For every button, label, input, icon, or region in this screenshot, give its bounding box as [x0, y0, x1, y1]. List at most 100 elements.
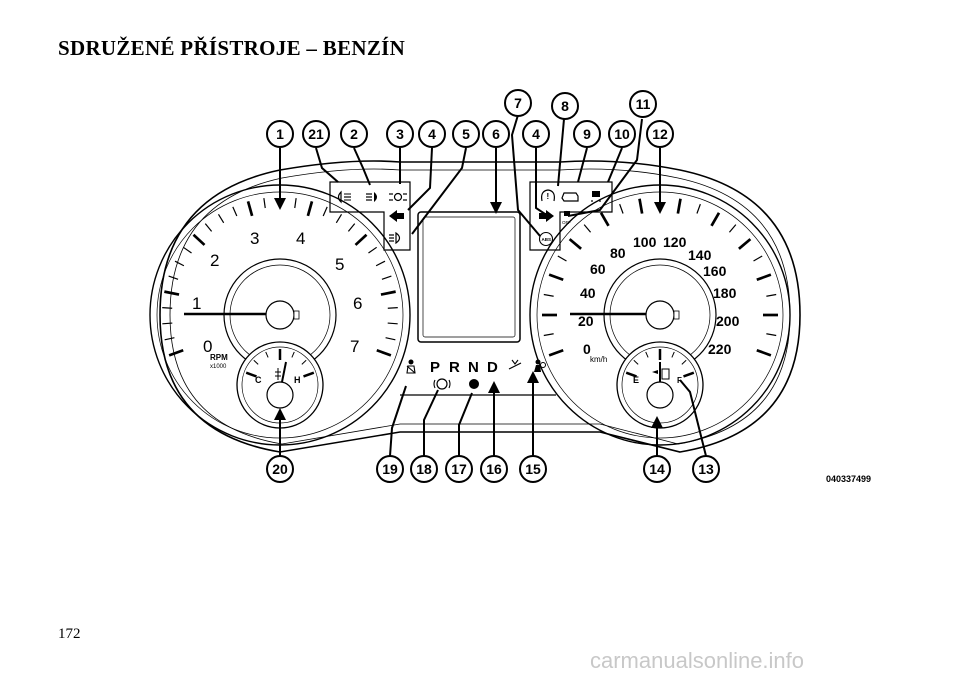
callout-21: 21 — [302, 120, 330, 148]
parking-lights-icon — [389, 192, 407, 202]
callout-20: 20 — [266, 455, 294, 483]
tach-num-3: 3 — [250, 229, 259, 248]
tick-mark — [368, 246, 378, 254]
speed-num-40: 40 — [580, 285, 596, 301]
figure-code: 040337499 — [826, 474, 872, 484]
rpm-multiplier: x1000 — [210, 364, 227, 370]
callout-10: 10 — [608, 120, 636, 148]
gear-r: R — [449, 359, 460, 376]
speed-num-20: 20 — [578, 313, 594, 329]
tick-mark — [543, 293, 554, 297]
brake-icon — [433, 378, 451, 390]
tick-mark — [164, 290, 180, 296]
speed-num-0: 0 — [583, 341, 591, 357]
tick-mark — [568, 238, 582, 250]
tick-mark — [375, 260, 386, 267]
svg-text:14: 14 — [649, 461, 665, 477]
tach-num-6: 6 — [353, 294, 362, 313]
temp-gauge: C H — [236, 341, 324, 429]
svg-text:3: 3 — [396, 126, 404, 142]
tick-mark — [335, 213, 343, 224]
svg-text:21: 21 — [308, 126, 324, 142]
tick-mark — [619, 203, 624, 214]
speed-num-60: 60 — [590, 261, 606, 277]
rpm-label: RPM — [210, 353, 228, 362]
temp-cold-label: C — [255, 375, 262, 385]
svg-text:15: 15 — [525, 461, 541, 477]
callout-13: 13 — [692, 455, 720, 483]
rear-fog-light-icon — [337, 190, 351, 204]
turn-left-icon — [389, 210, 404, 222]
tick-mark — [385, 337, 396, 341]
tick-mark — [381, 275, 392, 280]
svg-text:6: 6 — [492, 126, 500, 142]
callout-4-right: 4 — [522, 120, 550, 148]
traction-control-icon — [591, 191, 601, 202]
gear-p: P — [430, 359, 440, 376]
callout-19: 19 — [376, 455, 404, 483]
center-display — [417, 211, 521, 343]
speed-hub — [645, 300, 675, 330]
page-number: 172 — [58, 626, 81, 642]
cruise-indicator-icon — [469, 379, 479, 389]
tick-mark — [543, 333, 554, 337]
tick-mark — [548, 348, 564, 357]
svg-text:4: 4 — [532, 126, 540, 142]
svg-text:7: 7 — [514, 95, 522, 111]
tick-mark — [681, 359, 687, 365]
thermometer-icon — [275, 368, 281, 380]
page-title: SDRUŽENÉ PŘÍSTROJE – BENZÍN — [58, 36, 406, 60]
cluster-inner-outline — [169, 168, 791, 445]
tick-mark — [265, 351, 269, 358]
tick-mark — [676, 198, 682, 214]
svg-text:8: 8 — [561, 98, 569, 114]
tick-mark — [710, 212, 721, 227]
callout-5: 5 — [452, 120, 480, 148]
tick-mark — [645, 351, 649, 358]
callouts-bottom: 20 19 18 17 16 15 14 13 — [266, 455, 720, 483]
svg-text:18: 18 — [416, 461, 432, 477]
tick-mark — [246, 201, 254, 217]
svg-text:5: 5 — [462, 126, 470, 142]
speed-num-180: 180 — [713, 285, 737, 301]
tick-mark — [696, 203, 701, 214]
tach-hub — [265, 300, 295, 330]
callout-15: 15 — [519, 455, 547, 483]
temp-hot-label: H — [294, 375, 301, 385]
speed-num-160: 160 — [703, 263, 727, 279]
callout-2: 2 — [340, 120, 368, 148]
check-engine-icon — [561, 192, 579, 202]
tick-mark — [291, 351, 295, 358]
svg-text:2: 2 — [350, 126, 358, 142]
callout-7: 7 — [504, 89, 532, 117]
svg-text:9: 9 — [583, 126, 591, 142]
svg-text:ABS: ABS — [542, 237, 552, 242]
tick-mark — [162, 307, 173, 309]
svg-text:!: ! — [547, 192, 550, 201]
speed-num-200: 200 — [716, 313, 740, 329]
tick-mark — [548, 273, 564, 282]
callout-4-left: 4 — [418, 120, 446, 148]
tick-mark — [306, 201, 314, 217]
speedometer-ticks — [542, 197, 778, 357]
tick-mark — [162, 322, 173, 325]
tick-mark — [253, 359, 259, 365]
hill-assist-icon — [508, 359, 522, 370]
tick-mark — [303, 371, 315, 378]
callouts-top: 1 21 2 3 4 5 6 7 4 8 9 10 11 12 — [266, 89, 674, 148]
tach-num-0: 0 — [203, 337, 212, 356]
tick-mark — [263, 198, 266, 209]
svg-text:11: 11 — [636, 96, 651, 112]
tick-mark — [245, 371, 257, 378]
tick-mark — [756, 348, 772, 357]
callout-9: 9 — [573, 120, 601, 148]
fuel-pump-icon — [661, 368, 670, 380]
tick-mark — [164, 337, 175, 341]
tick-mark — [217, 213, 225, 224]
callout-8: 8 — [551, 92, 579, 120]
tick-mark — [204, 223, 213, 232]
tick-mark — [756, 273, 772, 282]
tachometer-ticks — [162, 197, 398, 357]
leader-arrowheads — [274, 198, 666, 428]
